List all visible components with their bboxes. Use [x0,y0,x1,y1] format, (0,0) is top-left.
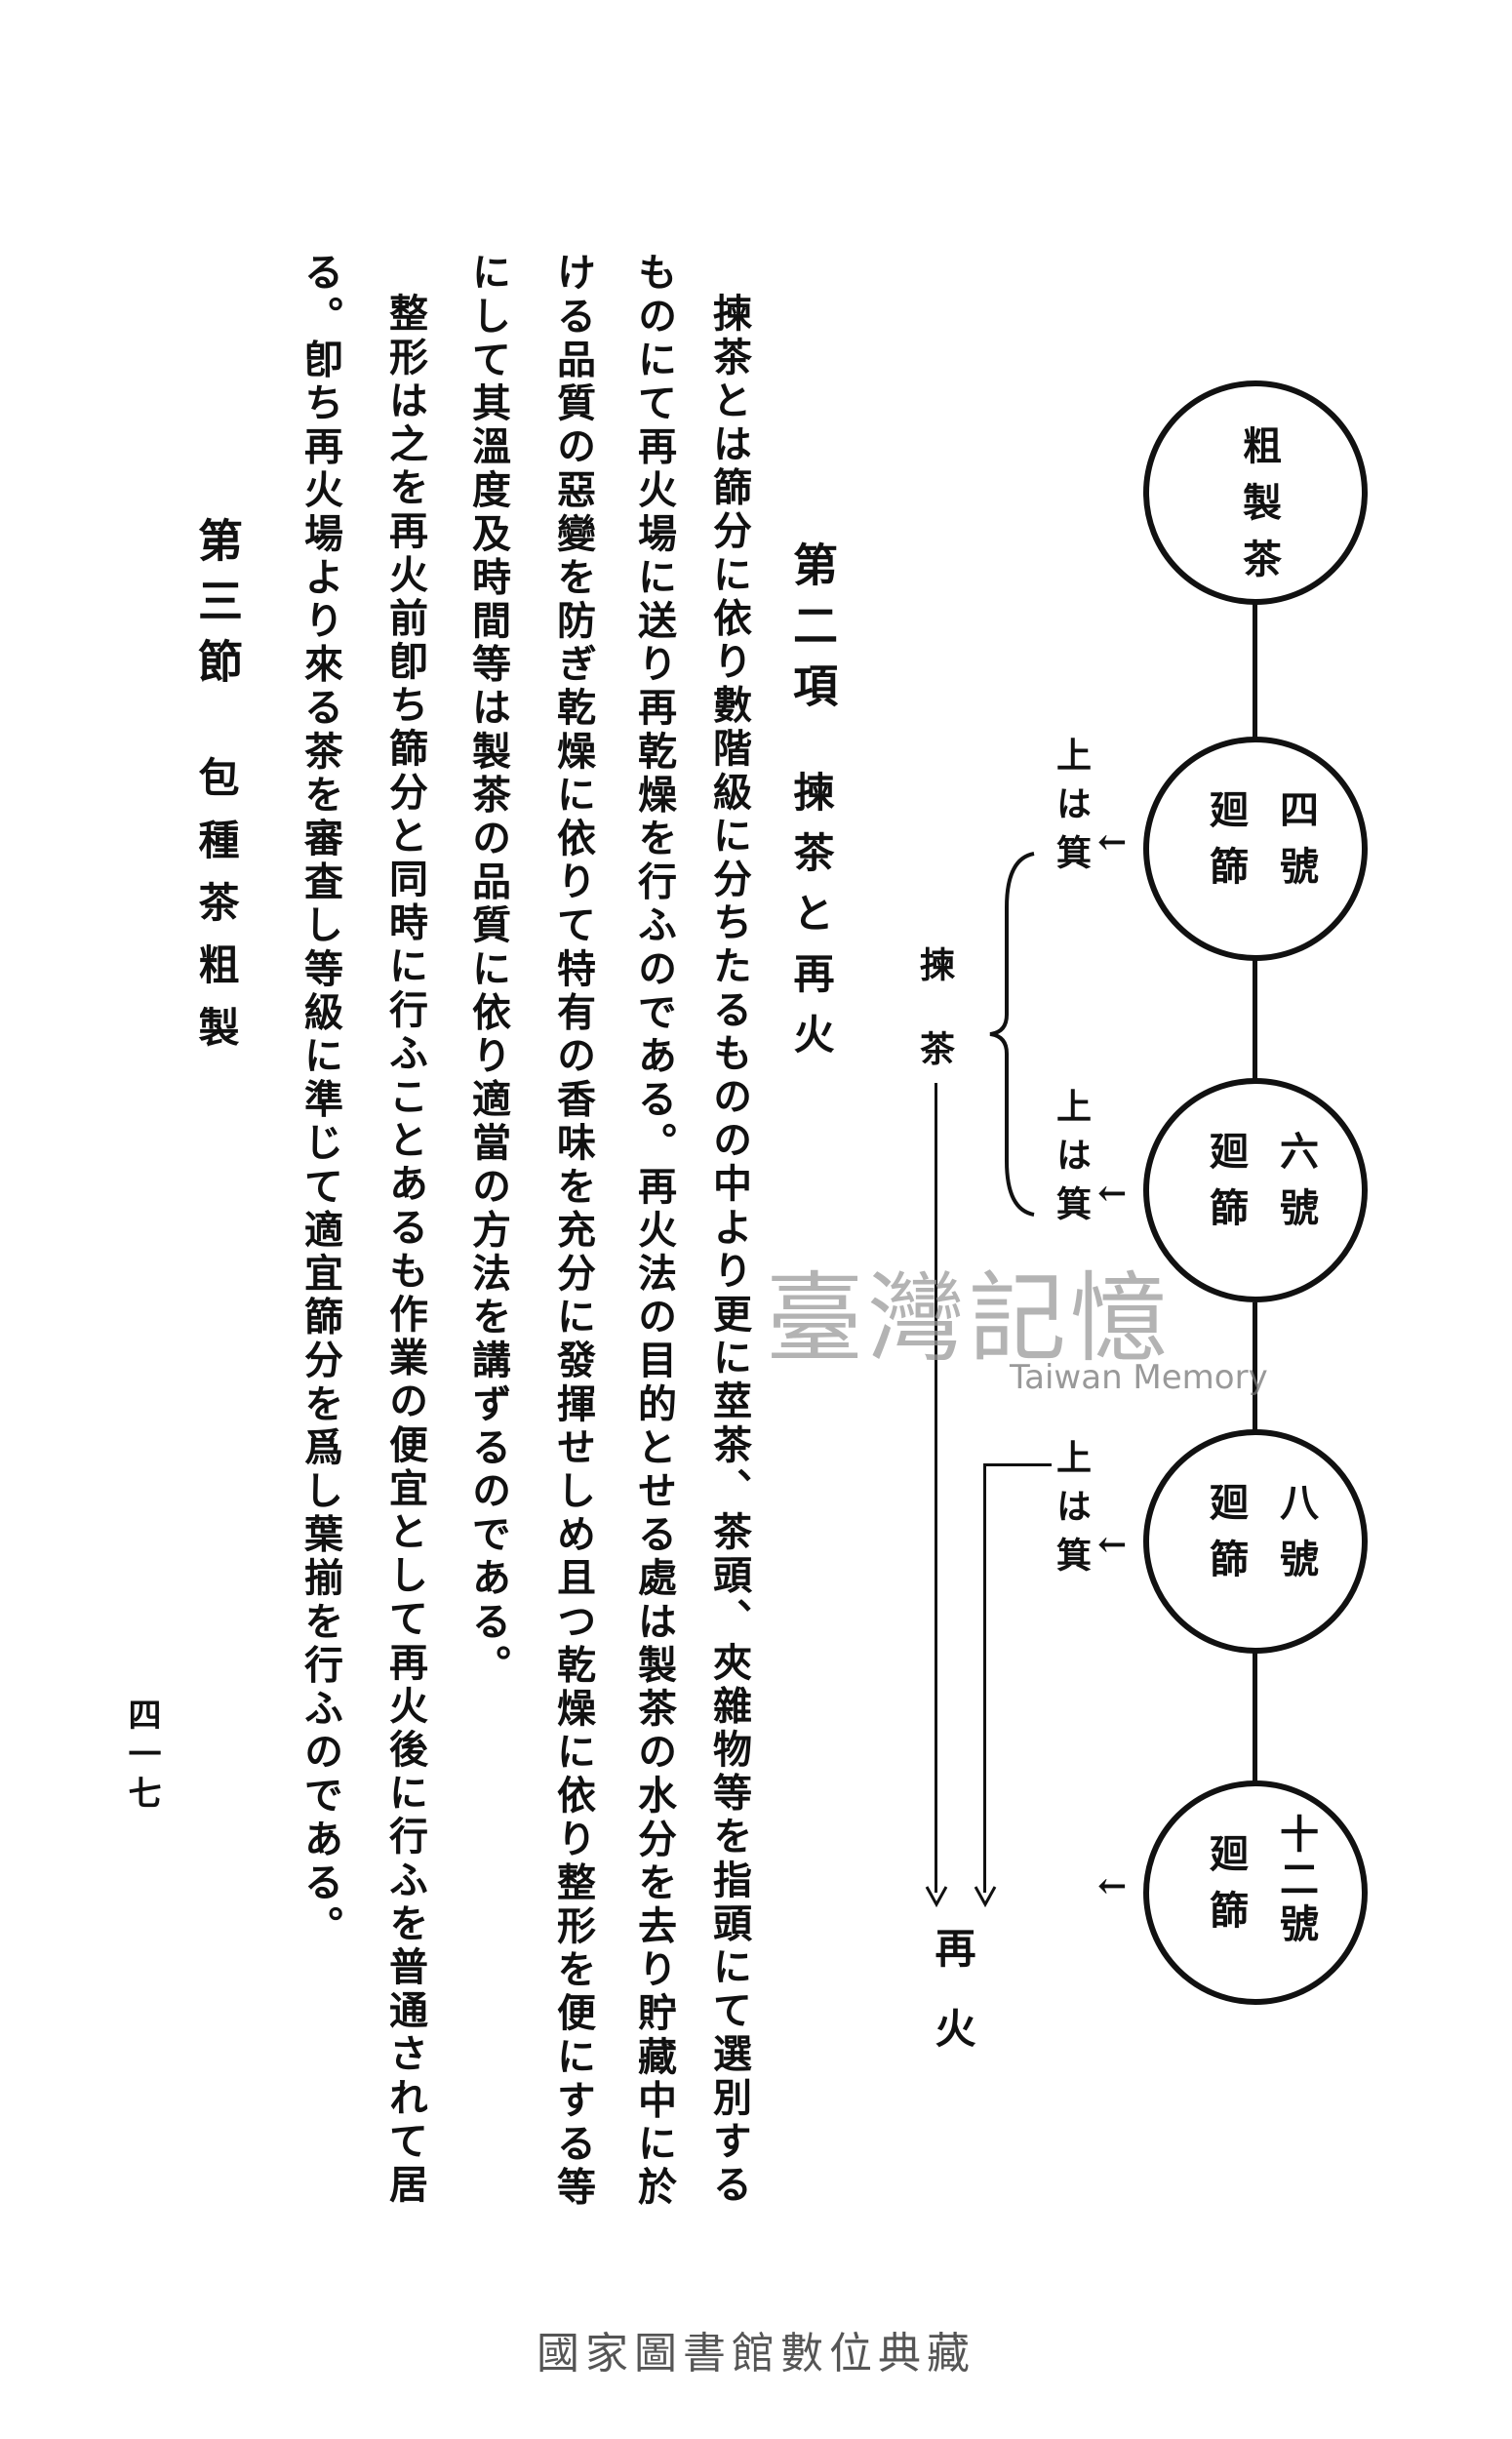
arrow-down-icon [974,1886,997,1908]
node-crude-tea: 粗製茶 [1143,380,1368,605]
node-sieve-8: 八號 廻篩 [1143,1429,1368,1654]
footer-archive-label: 國家圖書館數位典藏 [537,2329,975,2379]
arrow-left-icon: ← [1097,1865,1128,1906]
node-label: 八號 [1273,1482,1319,1595]
arrow-left-icon: ← [1097,1173,1128,1214]
paragraph-line: ける品質の惡變を防ぎ乾燥に依りて特有の香味を充分に發揮せしめ且つ乾燥に依り整形を… [550,252,596,2210]
section-title: 揀茶と再火 [787,771,835,1073]
flow-line [935,1083,937,1893]
node-label: 廻篩 [1203,1833,1249,1946]
paragraph-line: る。卽ち再火場より來る茶を審査し等級に準じて適宜篩分を爲し葉揃を行ふのである。 [298,252,343,1949]
node-sieve-4: 四號 廻篩 [1143,737,1368,961]
connector-line [1253,1649,1257,1790]
paragraph-line: ものにて再火場に送り再乾燥を行ふのである。再火法の目的とせる處は製茶の水分を去り… [631,252,677,2210]
zaihuo-label: 再火 [929,1927,976,2087]
connector-line [1253,1302,1257,1439]
section-number: 第二項 [786,541,839,723]
paragraph-line: 整形は之を再火前卽ち篩分と同時に行ふことあるも作業の便宜として再火後に行ふを普通… [382,293,428,2208]
side-label: 上は箕 [1051,737,1092,883]
node-label: 十二號 [1273,1814,1319,1948]
flow-line [983,1463,986,1893]
page-number: 四一七 [122,1698,161,1815]
side-label: 上は箕 [1051,1439,1092,1585]
node-label: 四號 [1273,789,1319,902]
node-label: 粗製茶 [1236,425,1282,595]
watermark-english: Taiwan Memory [1010,1358,1268,1397]
node-label: 廻篩 [1203,1131,1249,1244]
next-section-title: 包種茶粗製 [192,756,240,1068]
side-label: 上は箕 [1051,1088,1092,1234]
paragraph-line: 揀茶とは篩分に依り數階級に分ちたるものの中より更に莖茶、茶頭、夾雜物等を指頭にて… [706,293,752,2208]
connector-line [1253,597,1257,743]
paragraph-line: にして其溫度及時間等は製茶の品質に依り適當の方法を講ずるのである。 [465,252,511,1688]
bracket-shape [989,852,1035,1217]
node-sieve-12: 十二號 廻篩 [1143,1780,1368,2005]
node-label: 六號 [1273,1131,1319,1244]
connector-line [1253,941,1257,1088]
arrow-left-icon: ← [1097,821,1128,862]
flow-line [983,1463,1052,1466]
node-sieve-6: 六號 廻篩 [1143,1078,1368,1302]
node-label: 廻篩 [1203,789,1249,902]
arrow-left-icon: ← [1097,1524,1128,1565]
arrow-down-icon [925,1886,948,1908]
node-label: 廻篩 [1203,1482,1249,1595]
next-section-number: 第三節 [191,517,244,699]
watermark-chinese: 臺灣記憶 [766,1261,1172,1376]
